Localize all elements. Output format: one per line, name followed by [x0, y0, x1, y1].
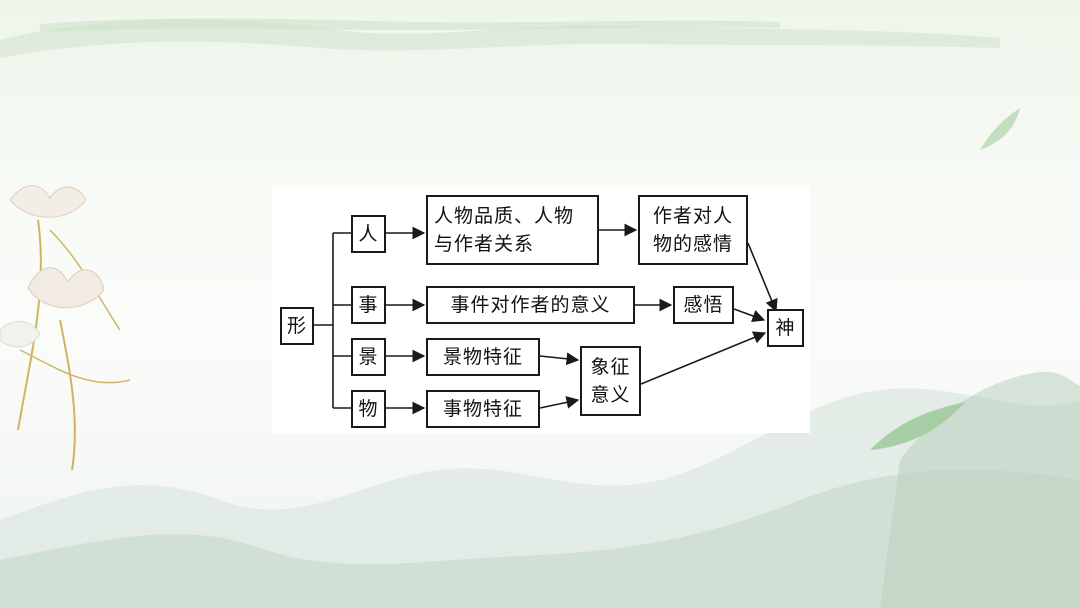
- mountain-range-front: [0, 469, 1080, 608]
- edge-ganwu-to-shen: [733, 308, 766, 323]
- node-jing: 景: [351, 338, 386, 376]
- node-symbol: 象征 意义: [580, 346, 641, 416]
- edge-jingfeature-to-symbol: [539, 352, 580, 366]
- edge-feeling-to-shen: [747, 242, 778, 313]
- leaf-right-bottom: [870, 402, 965, 450]
- top-ink-wash: [0, 19, 1000, 59]
- node-ganwu: 感悟: [673, 286, 734, 324]
- edge-symbol-to-shen: [640, 331, 767, 385]
- node-wu-feature: 事物特征: [426, 390, 540, 428]
- leaf-right-top: [980, 108, 1020, 150]
- node-xing: 形: [280, 307, 314, 345]
- lotus-decoration: [0, 185, 131, 471]
- node-shi-meaning: 事件对作者的意义: [426, 286, 635, 324]
- top-ink-wash-light: [40, 18, 780, 32]
- node-shi: 事: [351, 286, 386, 324]
- node-wu: 物: [351, 390, 386, 428]
- node-ren: 人: [351, 215, 386, 253]
- node-jing-feature: 景物特征: [426, 338, 540, 376]
- edge-wufeature-to-symbol: [539, 396, 580, 409]
- node-shen: 神: [767, 309, 804, 347]
- node-ren-quality: 人物品质、人物 与作者关系: [426, 195, 599, 265]
- node-author-feeling: 作者对人 物的感情: [638, 195, 748, 265]
